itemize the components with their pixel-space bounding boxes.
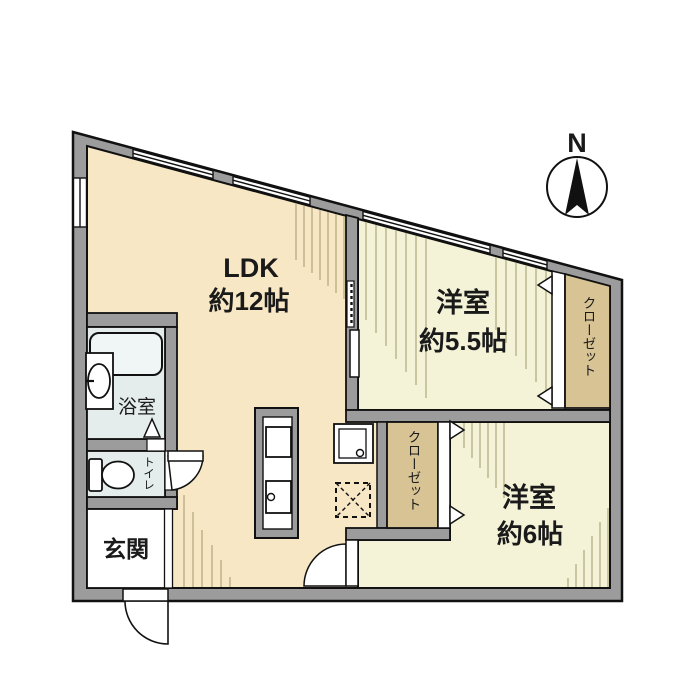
label-bathroom: 浴室	[118, 396, 156, 418]
hatch-marks-western2-bottomright	[567, 508, 609, 587]
hatch-marks-western1-right	[495, 257, 547, 395]
closet-east-interior	[564, 272, 611, 409]
sliding-door-leaf	[349, 329, 360, 378]
compass-needle-icon	[565, 158, 589, 215]
label-western1-name: 洋室	[436, 287, 490, 318]
compass-north-label: N	[567, 128, 587, 158]
window-top-2-midline	[232, 179, 311, 202]
window-top-1-midline	[132, 152, 214, 176]
label-ldk-area: 約12帖	[209, 286, 290, 316]
entrance-door-leaf	[122, 588, 169, 602]
closet-east-door	[551, 270, 566, 409]
compass: N	[546, 128, 608, 218]
toilet-door-leaf	[167, 450, 204, 462]
wall-closet-center-left	[376, 421, 388, 529]
western2-door-leaf	[345, 539, 359, 587]
closet-east-door-triangle-bottom-icon	[536, 385, 553, 407]
label-western2-area: 約6帖	[497, 519, 563, 549]
wall-under-closet-center	[345, 527, 451, 541]
kitchen-sink	[265, 426, 292, 458]
window-top-4-midline	[502, 252, 548, 266]
refrigerator-space-icon	[335, 482, 371, 518]
entrance-step-edge	[163, 508, 174, 589]
windows	[72, 148, 548, 270]
hatch-marks-western1-left	[365, 222, 427, 398]
entrance-door-swing	[124, 600, 169, 645]
label-ldk-name: LDK	[223, 253, 279, 283]
label-western1-area: 約5.5帖	[419, 326, 507, 356]
hatch-marks-ldk-bottom	[183, 495, 231, 587]
kitchen-stove-knob-icon	[266, 492, 276, 502]
hatch-marks-ldk-top	[295, 203, 345, 299]
toilet-door-swing	[167, 455, 204, 491]
washing-machine-knob-icon	[355, 448, 365, 458]
toilet-tank	[88, 458, 103, 492]
label-entrance: 玄関	[103, 536, 149, 562]
hatch-marks-western2-topleft	[463, 423, 505, 498]
closet-east-door-triangle-top-icon	[536, 274, 553, 296]
closet-center-door-triangle-top-icon	[449, 419, 466, 441]
wall-toilet-entrance	[86, 496, 178, 510]
label-toilet: トイレ	[142, 456, 154, 491]
wall-bathroom-top	[86, 312, 178, 328]
closet-center-door-triangle-bottom-icon	[449, 504, 466, 526]
label-closet-center: クローゼット	[406, 430, 422, 511]
wall-under-western1	[345, 409, 611, 423]
closet-center-door	[437, 421, 451, 529]
toilet-bowl	[101, 460, 135, 490]
bathroom-door-opening	[146, 438, 166, 452]
label-closet-east: クローゼット	[581, 296, 597, 377]
window-top-3-midline	[362, 214, 491, 251]
closet-center-interior	[386, 421, 439, 529]
bathroom-door-triangle-icon	[142, 417, 162, 438]
label-western2-name: 洋室	[502, 482, 556, 513]
